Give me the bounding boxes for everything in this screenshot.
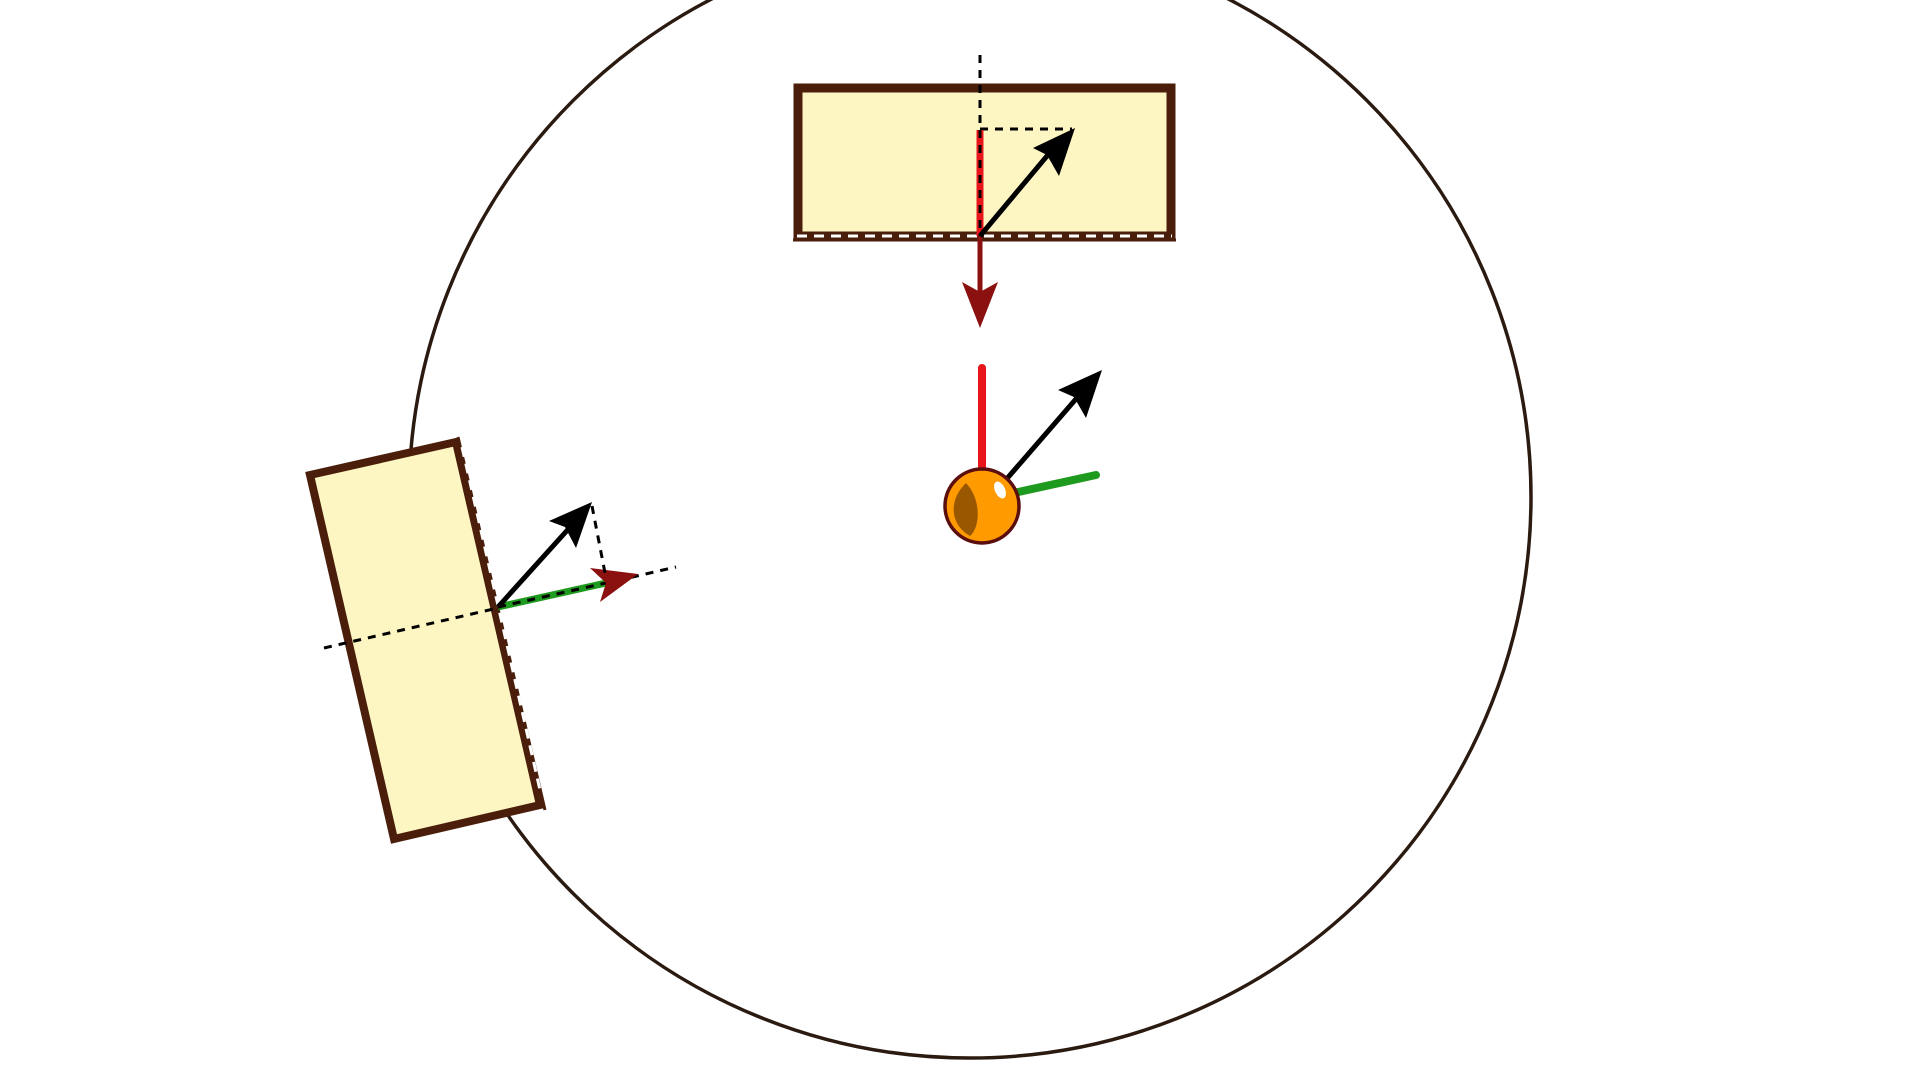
ball-velocity-arrowhead [1058,370,1102,418]
left-velocity-arrowhead [549,502,592,548]
left-velocity-vector [496,523,574,609]
ball-highlight [994,481,1006,499]
left-block-group [305,436,677,844]
top-velocity-vector [978,148,1054,238]
ball-group [943,364,1102,545]
left-tangential-arrowhead [590,568,638,602]
left-block [305,437,545,844]
top-velocity-arrowhead [1033,128,1075,176]
left-block-contact-dashes [460,446,542,791]
ball-velocity-vector [1002,390,1084,484]
top-normal-arrowhead [962,282,998,328]
top-block-group [793,55,1176,328]
top-block [793,83,1176,241]
left-tangential-guide-dash [497,581,607,609]
ball-shadow [953,483,978,536]
left-guide-projection [590,505,608,579]
